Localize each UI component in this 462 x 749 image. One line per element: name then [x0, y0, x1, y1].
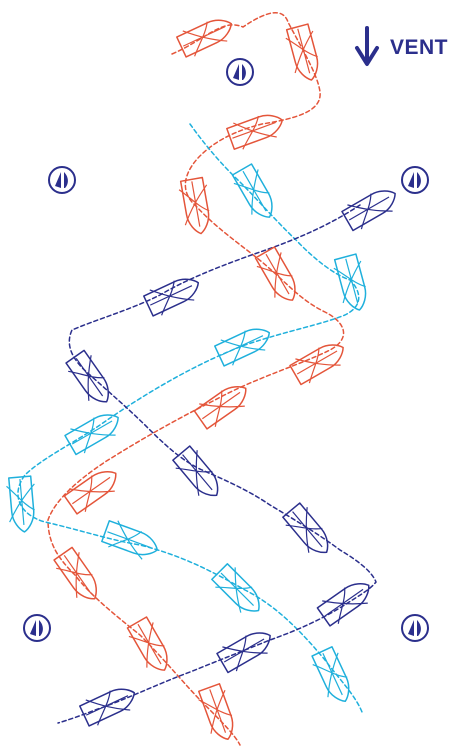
buoy-left-icon [48, 166, 76, 194]
navy-24-boat [316, 583, 370, 627]
navy-26-boat [79, 688, 136, 727]
cyan-16-boat [101, 520, 159, 560]
orange-5-boat [289, 344, 344, 386]
cyan-13-boat [214, 328, 271, 367]
sail-tracks [17, 12, 377, 746]
orange-10-boat [198, 683, 234, 741]
navy-20-boat [143, 278, 200, 317]
orange-9-boat [126, 616, 168, 671]
buoy-marks [23, 58, 429, 642]
navy-22-boat [172, 445, 219, 497]
cyan-18-boat [311, 646, 350, 703]
wind-label: VENT [390, 36, 449, 59]
orange-1-boat [285, 23, 319, 81]
cyan-12-boat [333, 253, 367, 311]
navy-23-boat [282, 502, 329, 554]
buoy-bottom-left-icon [23, 614, 51, 642]
cyan-track [17, 123, 363, 713]
orange-7-boat [63, 471, 117, 515]
boats [6, 19, 396, 741]
cyan-17-boat [211, 563, 260, 613]
cyan-14-boat [64, 414, 119, 456]
buoy-right-icon [401, 166, 429, 194]
navy-21-boat [65, 349, 109, 403]
navy-track [57, 204, 377, 724]
orange-2-boat [226, 114, 284, 150]
buoy-bottom-right-icon [401, 614, 429, 642]
cyan-15-boat [6, 475, 35, 533]
wind-arrow-icon [355, 26, 379, 66]
orange-0-boat [176, 19, 233, 58]
orange-track [47, 12, 345, 746]
wind-indicator [355, 26, 379, 66]
orange-3-boat [178, 176, 210, 235]
navy-25-boat [216, 632, 271, 674]
orange-4-boat [254, 246, 296, 301]
cyan-11-boat [231, 163, 273, 218]
buoy-top-center-icon [226, 58, 254, 86]
orange-6-boat [193, 386, 247, 430]
orange-8-boat [53, 546, 97, 600]
navy-19-boat [341, 190, 396, 232]
